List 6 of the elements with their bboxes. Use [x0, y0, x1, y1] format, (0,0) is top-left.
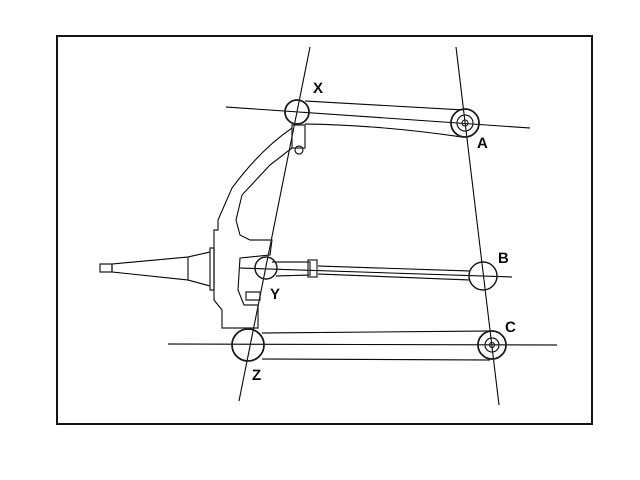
callout-letter: Z [252, 368, 262, 384]
callout-letter: C [505, 320, 516, 336]
callout-letter: X [313, 81, 324, 97]
callout-letter: Y [270, 287, 280, 303]
callout-letter: A [477, 136, 488, 152]
callout-letter: B [498, 251, 509, 267]
